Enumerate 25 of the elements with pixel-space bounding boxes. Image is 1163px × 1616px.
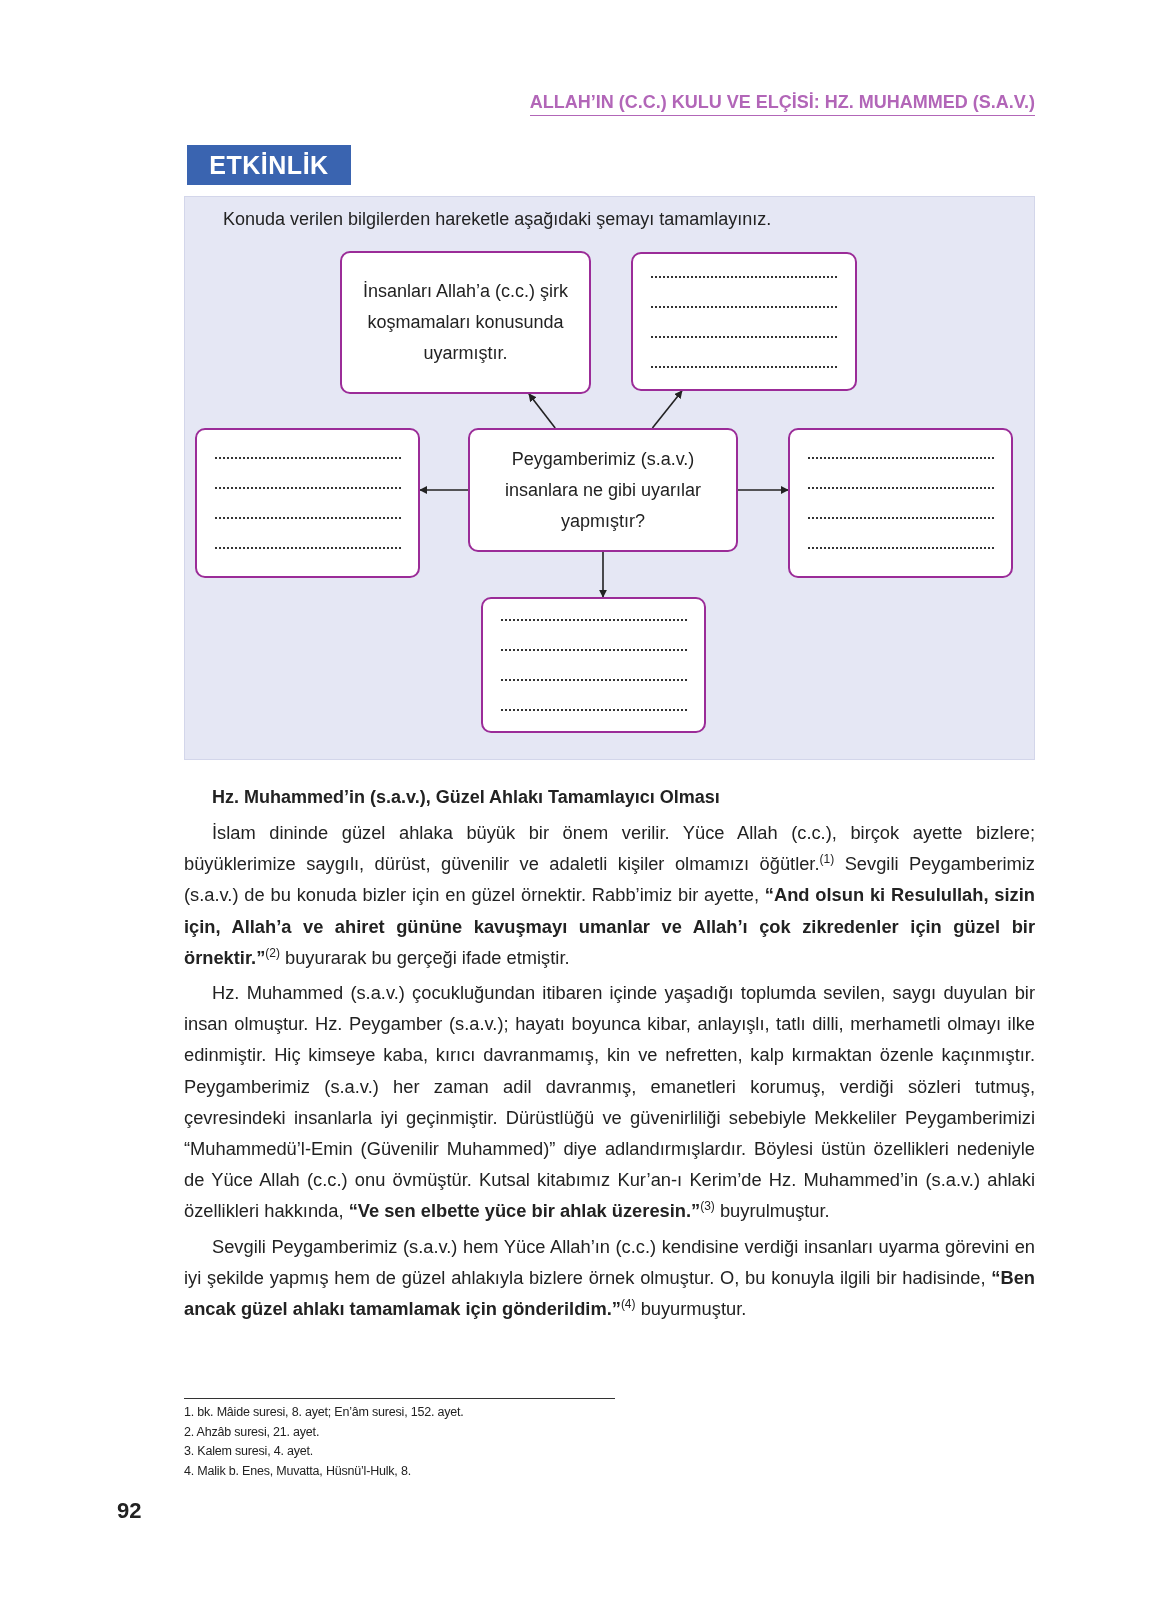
body-paragraph: İslam dininde güzel ahlaka büyük bir önem verilir. Yüce Allah (c.c.), birçok ayette bizlere; büyüklerimize saygılı, dürüst, güvenilir ve adaletli kişiler olmamızı öğütler.$^{(1)}$ Sevgili Peygamberimiz (s.a.v.) de bu konuda bizler için en güzel örnektir. Rabb’imiz bir ayette, “And olsun ki Resulullah, sizin için, Allah’a ve ahiret gününe kavuşmayı umanlar ve Allah’ı çok zikredenler için güzel bir örnektir.”$^{(2)}$ buyurarak bu gerçeği ifade etmiştir. [184,821,1035,970]
footnote: 3. Kalem suresi, 4. ayet. [184,1443,315,1460]
answer-box [788,428,1013,578]
footnote: 2. Ahzâb suresi, 21. ayet. [184,1423,321,1441]
running-header: ALLAH’IN (C.C.) KULU VE ELÇİSİ: HZ. MUHAMMED (S.A.V.) [529,92,1035,116]
answer-box [631,252,857,391]
footnote: 1. bk. Mâide suresi, 8. ayet; En’âm suresi, 152. ayet. [184,1404,464,1421]
box-text: İnsanları Allah’a (c.c.) şirk koşmamaları konusunda uyarmıştır. [361,280,570,365]
body-paragraph: Sevgili Peygamberimiz (s.a.v.) hem Yüce Allah’ın (c.c.) kendisine verdiği insanları uyarma görevini en iyi şekilde yapmış hem de güzel ahlakıyla bizlere örnek olmuştur. O, bu konuyla ilgili bir hadisinde, “Ben ancak güzel ahlakı tamamlamak için gönderildim.”$^{(4)}$ buyurmuştur. [184,1234,1035,1322]
arrow [737,486,789,494]
answer-box [481,597,706,733]
section-heading: Hz. Muhammed’in (s.a.v.), Güzel Ahlakı Tamamlayıcı Olması [212,786,721,809]
arrow [419,486,469,494]
body-paragraph: Hz. Muhammed (s.a.v.) çocukluğundan itibaren içinde yaşadığı toplumda sevilen, saygı duyulan bir insan olmuştur. Hz. Peygamber (s.a.v.); hayatı boyunca kibar, anlayışlı, tatlı dilli, merhametli olmayı ilke edinmiştir. Hiç kimseye kaba, kırıcı davranmamış, kin ve nefretten, kalp kırmaktan özenle kaçınmıştır. Peygamberimiz (s.a.v.) her zaman adil davranmış, emanetleri korumuş, verdiği sözleri tutmuş, çevresindeki insanlarla iyi geçinmiştir. Dürüstlüğü ve güvenirliliği sebebiyle Mekkeliler Peygamberimizi “Muhammedü’l-Emin (Güvenilir Muhammed)” diye adlandırmışlardır. Böylesi üstün özellikleri nedeniyle de Yüce Allah (c.c.) onu övmüştür. Kutsal kitabımız Kur’an-ı Kerim’de Hz. Muhammed’in (s.a.v.) ahlaki özellikleri hakkında, “Ve sen elbette yüce bir ahlak üzeresin.”$^{(3)}$ buyrulmuştur. [184,981,1035,1224]
box-text: Peygamberimiz (s.a.v.) insanlara ne gibi uyarılar yapmıştır? [503,447,703,533]
answer-box [195,428,420,578]
arrow [599,551,607,598]
arrow [651,390,683,429]
text-box [340,251,591,394]
activity-title: ETKİNLİK [187,145,351,185]
instruction-text: Konuda verilen bilgilerden hareketle aşağıdaki şemayı tamamlayınız. [223,209,772,230]
footnote: 4. Malik b. Enes, Muvatta, Hüsnü’l-Hulk, 8. [184,1462,412,1480]
text-box [468,428,738,552]
arrow [528,393,556,429]
page-number: 92 [117,1498,142,1524]
